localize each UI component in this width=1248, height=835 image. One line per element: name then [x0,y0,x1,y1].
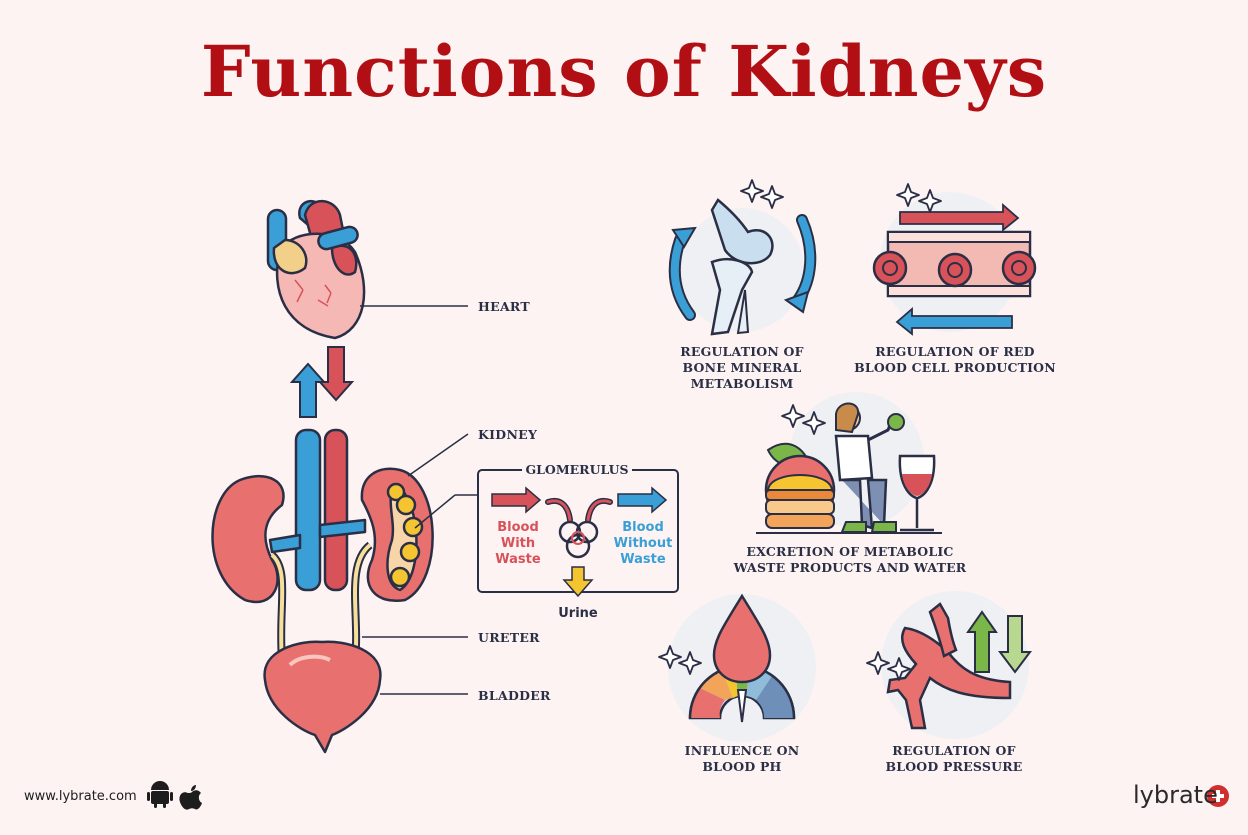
red-blood-cell-vessel-icon [872,192,1037,336]
sparkle-icon [740,179,764,203]
bone-joint-icon [668,198,817,336]
label-kidney: KIDNEY [478,427,538,442]
blood-without-waste-label: Blood Without Waste [613,520,673,567]
heart-illustration [266,199,366,340]
blood-pressure-artery-icon [881,591,1032,739]
label-bladder: BLADDER [478,688,551,703]
apple-icon[interactable] [179,785,202,810]
glomerulus-capillary-icon [545,498,613,559]
arrow-up-icon [289,362,327,418]
blood-with-waste-label: Blood With Waste [495,520,541,567]
sparkle-icon [918,189,942,213]
arrow-down-icon [317,346,355,402]
excretion-food-person-icon [756,392,942,534]
sparkle-icon [802,411,826,435]
sparkle-icon [781,404,805,428]
urine-label: Urine [558,606,598,621]
sparkle-icon [658,645,682,669]
sparkle-icon [678,651,702,675]
arrow-right-red-icon [491,486,542,514]
label-heart: HEART [478,299,531,314]
brand-logo: lybrate [1133,781,1218,809]
brand-plus-icon [1207,785,1229,807]
blood-ph-gauge-icon [668,593,816,742]
arrow-right-blue-icon [617,486,668,514]
glomerulus-title: GLOMERULUS [522,462,632,477]
label-ureter: URETER [478,630,540,645]
sparkle-icon [887,657,911,681]
page-title: Functions of Kidneys [200,30,1048,113]
footer-url-link[interactable]: www.lybrate.com [24,789,137,804]
urinary-system-illustration [211,428,434,754]
sparkle-icon [866,651,890,675]
android-icon[interactable] [147,781,173,808]
kidney-leader-line [407,433,469,477]
sparkle-icon [896,183,920,207]
arrow-down-yellow-icon [562,566,594,598]
sparkle-icon [760,185,784,209]
